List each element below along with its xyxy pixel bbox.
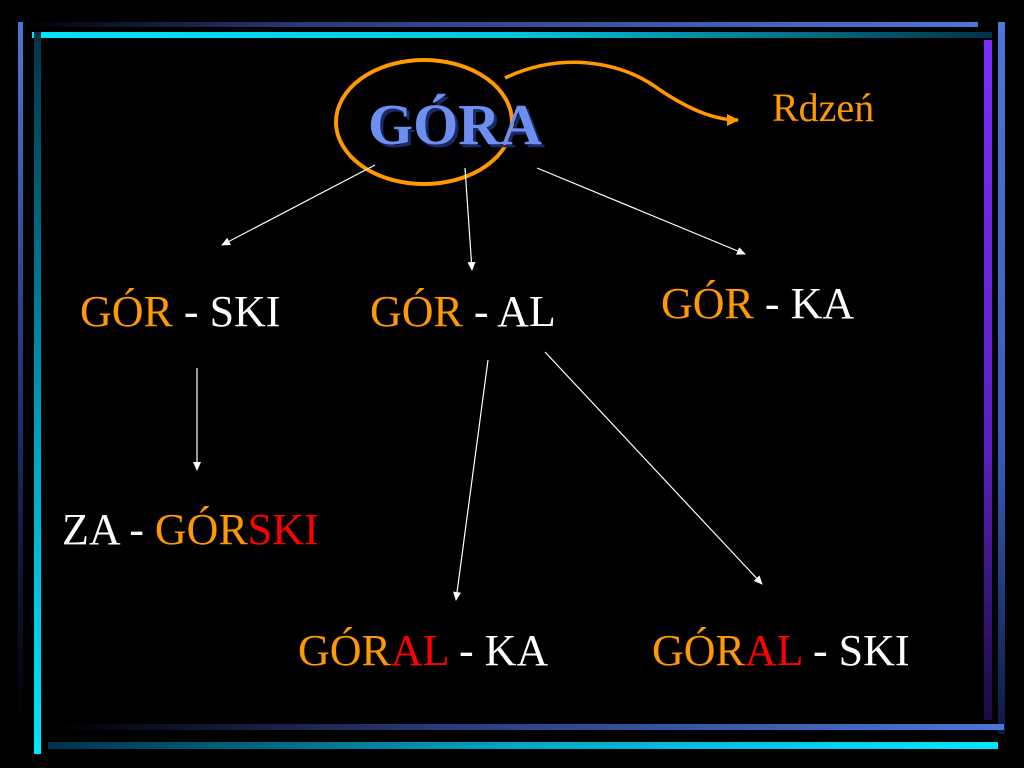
- arrow-to-goral: [464, 167, 476, 271]
- word-derived-stem: AL: [390, 626, 448, 675]
- word-root: GÓR: [661, 279, 754, 328]
- arrow-to-gorski: [221, 164, 376, 246]
- word-derived-stem: SKI: [247, 505, 319, 554]
- arrow-to-goralka: [453, 359, 489, 601]
- word-goralka: GÓRAL - KA: [298, 629, 548, 673]
- frame-right-blue-line: [998, 22, 1005, 734]
- word-suffix: SKI: [838, 626, 910, 675]
- word-suffix: AL: [497, 287, 556, 336]
- word-separator: -: [172, 287, 210, 336]
- word-root: GÓR: [298, 626, 391, 675]
- word-root: GÓR: [154, 505, 248, 554]
- frame-left-line: [18, 22, 23, 722]
- word-separator: -: [801, 626, 839, 675]
- frame-left-cyan-line: [34, 32, 41, 754]
- word-gorka: GÓR - KA: [661, 282, 854, 326]
- word-prefix: ZA: [62, 505, 119, 554]
- word-goral: GÓR - AL: [370, 290, 556, 334]
- frame-top-cyan-line: [32, 32, 992, 38]
- word-root: GÓR: [652, 626, 745, 675]
- arrow-to-goralski: [544, 351, 763, 585]
- frame-right-purple-line: [984, 40, 992, 720]
- word-separator: -: [118, 505, 155, 554]
- frame-bottom-line: [56, 724, 1004, 730]
- word-separator: -: [462, 287, 498, 336]
- word-suffix: SKI: [209, 287, 281, 336]
- word-suffix: KA: [790, 279, 855, 328]
- arrow-to-gorka: [536, 167, 746, 255]
- word-derived-stem: AL: [744, 626, 802, 675]
- word-root: GÓR: [370, 287, 463, 336]
- word-zagorski: ZA - GÓRSKI: [62, 508, 319, 552]
- word-goralski: GÓRAL - SKI: [652, 629, 910, 673]
- word-gorski: GÓR - SKI: [80, 290, 280, 334]
- root-label: Rdzeń: [772, 85, 875, 130]
- word-root: GÓR: [80, 287, 173, 336]
- frame-top-line: [18, 22, 978, 27]
- root-pointer-arrow: [504, 60, 739, 126]
- word-separator: -: [753, 279, 791, 328]
- root-highlight-ellipse: [334, 58, 514, 186]
- word-separator: -: [447, 626, 485, 675]
- word-suffix: KA: [484, 626, 549, 675]
- root-word-title: GÓRA: [368, 92, 542, 157]
- frame-bottom-cyan-line: [48, 742, 998, 749]
